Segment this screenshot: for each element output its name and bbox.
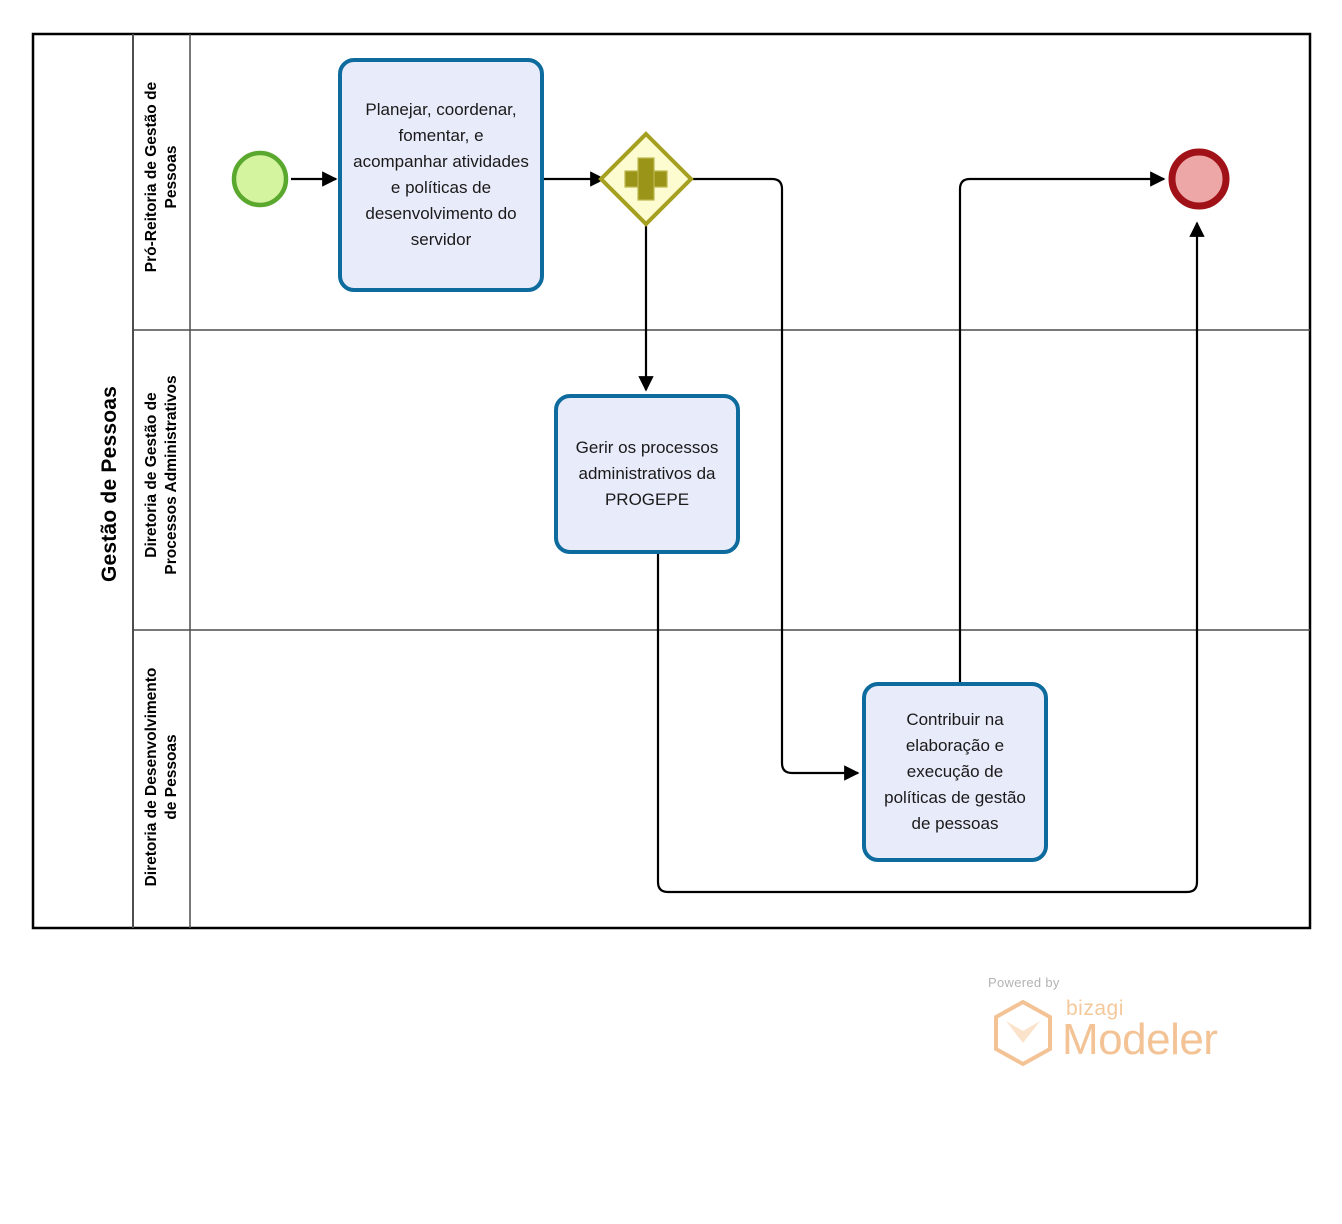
flow-contribuir-to-end — [958, 171, 1166, 683]
bizagi-watermark: Powered by bizagi Modeler — [988, 975, 1258, 1075]
watermark-powered-by-text: Powered by — [988, 975, 1060, 990]
task-planejar[interactable] — [338, 58, 544, 292]
parallel-gateway[interactable] — [598, 131, 694, 227]
task-contribuir[interactable] — [862, 682, 1048, 862]
gateway-plus-icon — [624, 157, 668, 201]
lane-label-pro-reitoria: Pró-Reitoria de Gestão de Pessoas — [143, 81, 180, 273]
task-gerir-processos[interactable] — [554, 394, 740, 554]
start-event-circle[interactable] — [231, 150, 289, 208]
watermark-product-text: Modeler — [1062, 1015, 1218, 1064]
start-event[interactable] — [231, 150, 289, 208]
flow-gerir-to-end — [656, 221, 1205, 894]
bizagi-hexagon-logo-icon — [994, 999, 1052, 1067]
lane-label-gestao-processos: Diretoria de Gestão de Processos Adminis… — [143, 375, 180, 575]
watermark-brand-text: bizagi — [1066, 997, 1124, 1020]
lane-label-desenvolvimento: Diretoria de Desenvolvimento de Pessoas — [143, 667, 180, 887]
task-contribuir-box[interactable] — [862, 682, 1048, 862]
task-planejar-box[interactable] — [338, 58, 544, 292]
flow-gateway-to-contribuir — [690, 177, 860, 781]
end-event[interactable] — [1168, 148, 1230, 210]
sequence-flows — [291, 171, 1205, 894]
pool-title: Gestão de Pessoas — [98, 386, 121, 582]
task-gerir-processos-box[interactable] — [554, 394, 740, 554]
end-event-circle[interactable] — [1168, 148, 1230, 210]
